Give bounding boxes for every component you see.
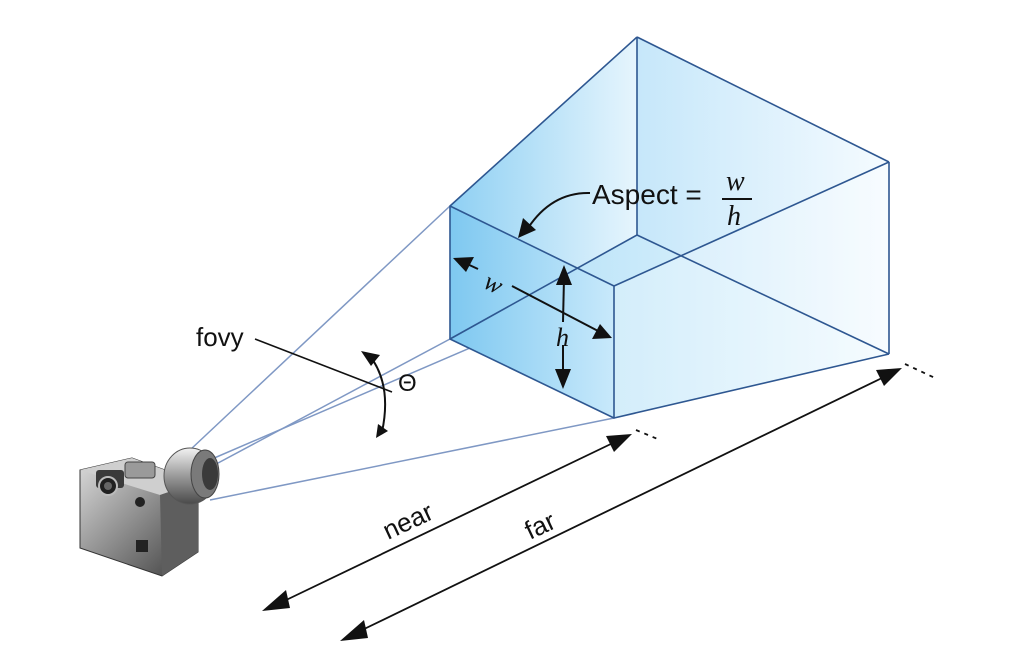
far-arrowhead-end [876,368,902,386]
fovy-leader-line [254,338,393,393]
far-label: far [520,505,560,545]
edge-far-bottom [636,234,890,355]
near-arrowhead-start [262,590,290,611]
near-label: near [378,496,438,545]
edge-bottom-left [449,234,638,340]
near-plane [450,206,614,418]
near-tick [635,429,661,441]
camera-icon [79,447,220,577]
far-tick [904,363,936,379]
edge-far-top [636,36,890,163]
aspect-leader [518,191,591,238]
h-dimension-arrow [555,265,572,389]
theta-arc [361,351,388,438]
w-dimension-arrow [453,257,612,339]
ray-bottom-right [209,417,615,501]
edge-top-left [449,36,638,207]
aspect-denominator: h [727,201,741,232]
far-plane [637,37,889,354]
theta-arc-path [369,355,387,433]
theta-label: Θ [398,370,417,397]
fovy-label: fovy [196,322,244,352]
far-distance-arrow [340,363,936,641]
ray-top-left [189,205,451,451]
view-rays [189,205,615,501]
aspect-numerator: w [726,166,745,197]
far-arrowhead-start [340,620,368,641]
frustum [449,36,890,419]
edge-top-right [613,161,890,287]
near-arrowhead-end [606,434,632,452]
h-label: h [556,323,569,352]
theta-arrow-up [361,351,380,366]
aspect-arrowhead [518,218,536,238]
aspect-label: Aspect = [592,179,702,210]
theta-arrow-down [376,424,388,438]
edge-bottom-right [613,353,890,419]
frustum-right-face [614,162,889,418]
near-distance-arrow [262,429,661,611]
ray-bottom-left [204,338,451,471]
